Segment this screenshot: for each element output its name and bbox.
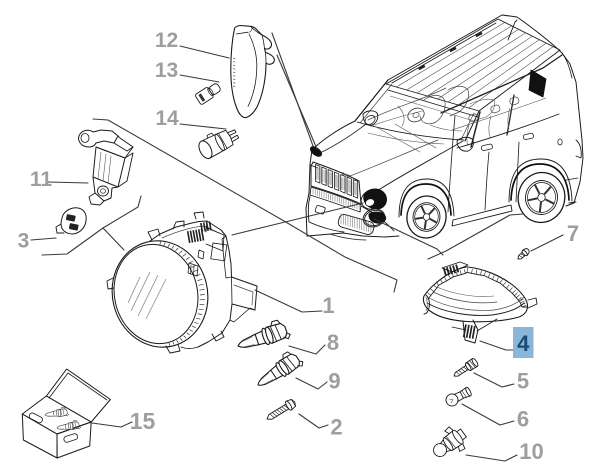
svg-text:15: 15 (130, 408, 156, 434)
svg-text:6: 6 (517, 407, 529, 432)
svg-text:2: 2 (330, 415, 342, 440)
svg-text:12: 12 (155, 29, 178, 52)
svg-text:9: 9 (328, 369, 340, 394)
svg-text:11: 11 (30, 168, 53, 191)
svg-text:3: 3 (18, 230, 30, 253)
svg-text:8: 8 (327, 330, 339, 355)
svg-text:7: 7 (567, 221, 579, 246)
svg-text:5: 5 (517, 369, 529, 394)
svg-text:1: 1 (322, 293, 334, 318)
svg-text:10: 10 (519, 439, 543, 464)
svg-text:4: 4 (517, 331, 530, 356)
svg-text:13: 13 (155, 59, 178, 82)
svg-text:14: 14 (155, 107, 179, 130)
